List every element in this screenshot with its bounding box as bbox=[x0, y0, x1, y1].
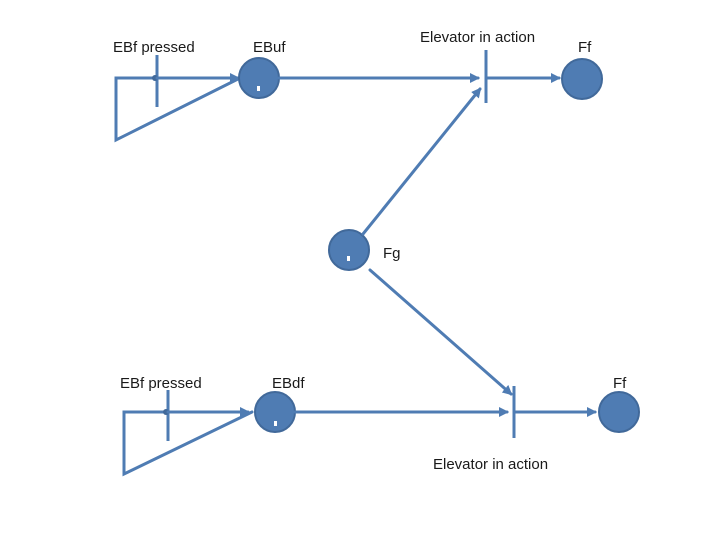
arc-fg-to-elevator-bottom bbox=[368, 268, 513, 396]
self-loop-arc-top bbox=[114, 76, 242, 143]
place-ff-top bbox=[561, 58, 603, 100]
place-ff-bottom bbox=[598, 391, 640, 433]
token-ebuf bbox=[257, 86, 260, 91]
label-elevator-top: Elevator in action bbox=[420, 29, 535, 46]
label-elevator-bottom: Elevator in action bbox=[433, 456, 548, 473]
place-ebuf bbox=[238, 57, 280, 99]
label-ebf-pressed-top: EBf pressed bbox=[113, 39, 195, 56]
label-fg: Fg bbox=[383, 245, 401, 262]
label-ebdf: EBdf bbox=[272, 375, 305, 392]
arc-junction-top bbox=[152, 75, 158, 81]
label-ff-bottom: Ff bbox=[613, 375, 627, 392]
arc-junction-bottom bbox=[163, 409, 169, 415]
label-ebuf: EBuf bbox=[253, 39, 286, 56]
label-ebf-pressed-bottom: EBf pressed bbox=[120, 375, 202, 392]
self-loop-arc-bottom bbox=[122, 410, 254, 477]
arc-fg-to-elevator-top bbox=[361, 87, 482, 236]
token-fg bbox=[347, 256, 350, 261]
label-ff-top: Ff bbox=[578, 39, 592, 56]
token-ebdf bbox=[274, 421, 277, 426]
place-fg bbox=[328, 229, 370, 271]
